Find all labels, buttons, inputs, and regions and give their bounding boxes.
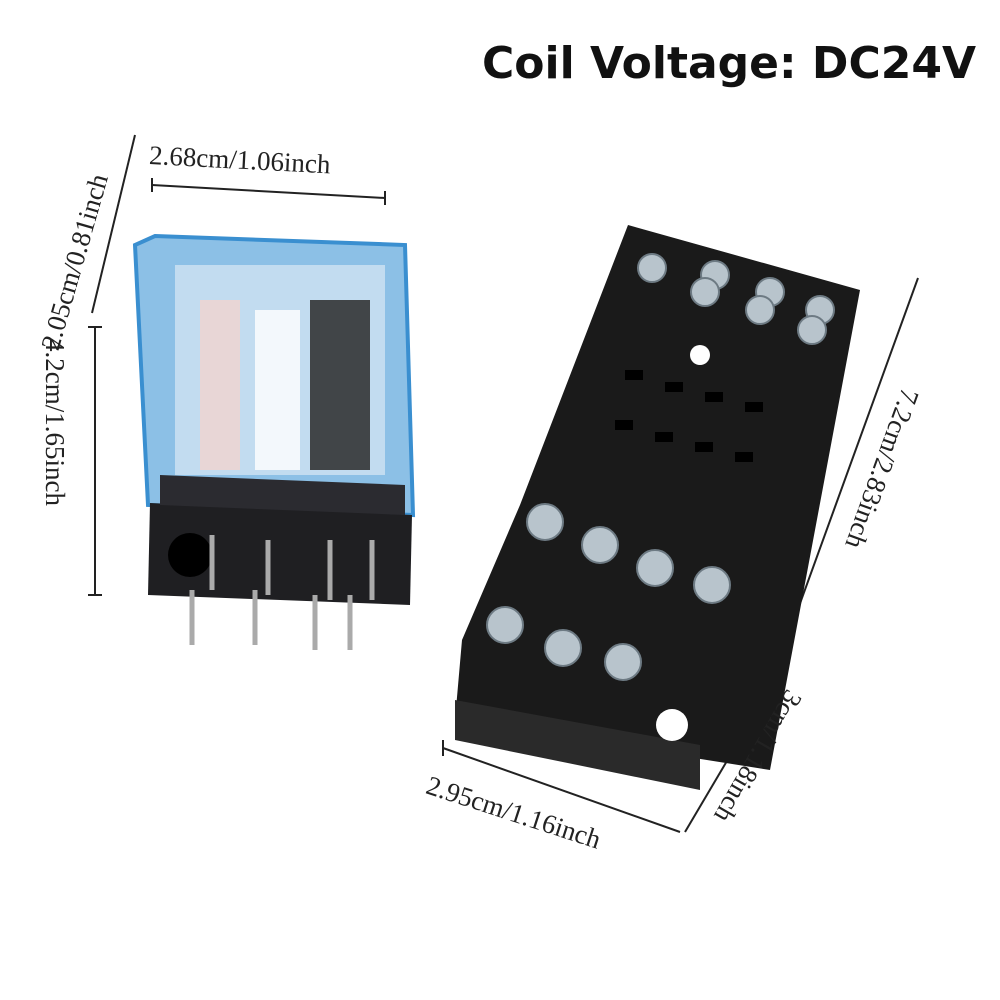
coil-voltage-title: Coil Voltage: DC24V [482,38,977,89]
relay-height-label: 4.2cm/1.65inch [40,338,70,506]
relay-illustration [132,233,416,650]
socket-illustration [455,225,860,790]
screw-terminals [486,253,835,681]
